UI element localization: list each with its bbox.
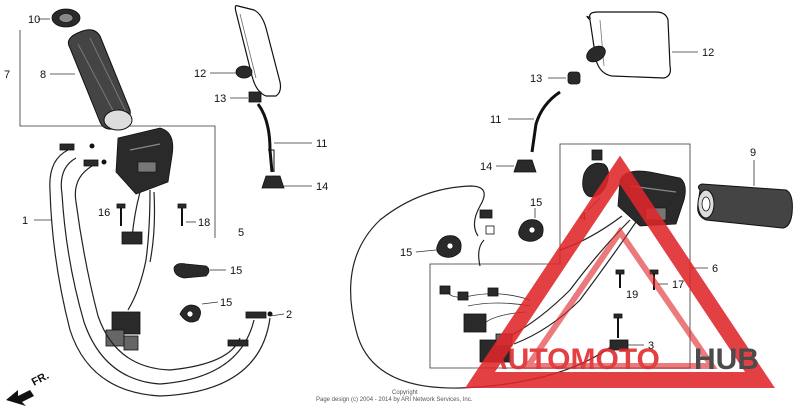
grip-end-cap-part	[51, 8, 81, 28]
callout-15-right-upper: 15	[530, 197, 542, 209]
callout-3: 3	[648, 340, 654, 352]
callout-10: 10	[28, 14, 40, 26]
left-mirror-nut-13	[248, 91, 262, 103]
right-mirror-head-part	[586, 11, 671, 79]
screw-16-part	[116, 203, 126, 226]
left-connector-large	[105, 311, 141, 351]
left-harness-wire	[127, 189, 151, 311]
left-mirror-stem-11	[256, 103, 275, 173]
right-mirror-nut-14	[513, 159, 537, 173]
clamp-15-right-upper	[518, 219, 544, 242]
throttle-grip-part	[67, 29, 133, 131]
callout-15-left-lower: 15	[220, 297, 232, 309]
callout-16: 16	[98, 207, 110, 219]
clamp-15-left-upper	[173, 263, 210, 279]
callout-12-right: 12	[702, 47, 714, 59]
clamp-15-right-lower	[436, 235, 462, 258]
callout-14-right: 14	[480, 161, 492, 173]
leader-15b	[201, 301, 219, 305]
clamp-15-left-lower	[179, 304, 201, 323]
callout-15-right-lower: 15	[400, 247, 412, 259]
copyright-line-2: Page design (c) 2004 - 2014 by ARI Netwo…	[316, 397, 473, 403]
callout-8: 8	[40, 69, 46, 81]
screw-18-part	[177, 203, 187, 226]
callout-7: 7	[4, 69, 10, 81]
callout-17: 17	[672, 279, 684, 291]
callout-15-left-upper: 15	[230, 265, 242, 277]
watermark-text-dark: HUB	[694, 343, 759, 376]
left-switch-housing-part	[115, 127, 174, 195]
watermark-triangle-logo	[465, 155, 775, 388]
leader-15d	[415, 249, 437, 253]
callout-11-right: 11	[490, 114, 501, 126]
callout-9: 9	[750, 147, 756, 159]
callout-13-left: 13	[214, 93, 226, 105]
callout-1: 1	[22, 215, 28, 227]
callout-11-left: 11	[316, 138, 327, 150]
callout-2: 2	[286, 309, 292, 321]
left-mirror-head-part	[234, 5, 282, 97]
throttle-cables-part	[49, 143, 273, 397]
copyright-line-1: Copyright	[392, 390, 418, 396]
left-harness-wire-2	[149, 191, 156, 263]
callout-18: 18	[198, 217, 210, 229]
left-connector-small	[121, 231, 143, 245]
watermark-text-red: AUTOMOTO	[486, 343, 660, 376]
callout-13-right: 13	[530, 73, 542, 85]
right-mirror-nut-13	[567, 71, 581, 85]
automotohub-watermark: AUTOMOTO HUB	[465, 155, 775, 388]
right-grip-part	[697, 183, 793, 229]
callout-14-left: 14	[316, 181, 328, 193]
screw-19-part	[615, 269, 625, 288]
front-direction-arrow: FR.	[6, 370, 51, 406]
right-mirror-stem-11	[530, 90, 561, 153]
callout-12-left: 12	[194, 68, 206, 80]
leader-2	[269, 313, 285, 317]
left-harness-wire-3	[131, 191, 141, 239]
callout-6: 6	[712, 263, 718, 275]
callout-19: 19	[626, 289, 638, 301]
callout-5: 5	[238, 227, 244, 239]
left-mirror-nut-14	[261, 175, 285, 189]
front-direction-label: FR.	[30, 370, 51, 389]
